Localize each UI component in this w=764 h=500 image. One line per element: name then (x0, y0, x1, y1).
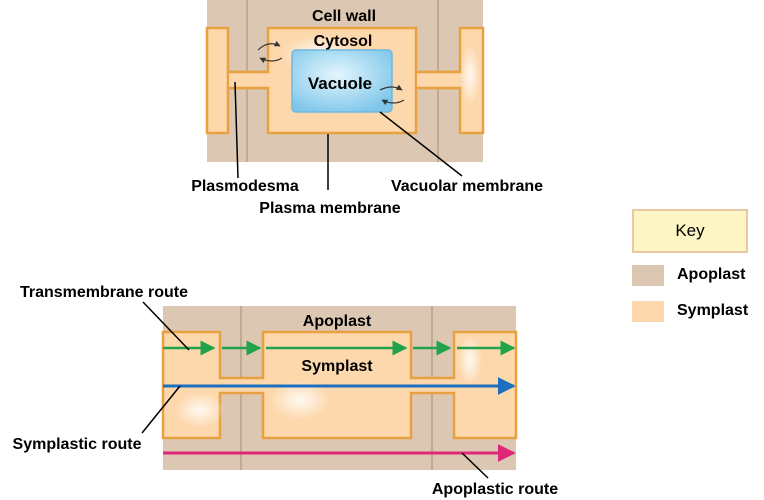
symplastic-route-label: Symplastic route (13, 436, 142, 453)
vacuole-label: Vacuole (308, 74, 372, 93)
key-title: Key (675, 221, 705, 240)
symplast-label: Symplast (301, 358, 373, 375)
plasma-membrane-label: Plasma membrane (259, 200, 401, 217)
vacuole (291, 49, 393, 113)
key-symplast-label: Symplast (677, 302, 749, 319)
plasmodesma-label: Plasmodesma (191, 178, 299, 195)
top-cell-diagram: Cell wall Cytosol Vacuole Plasmodesma Pl… (191, 0, 543, 217)
key-symplast-swatch (632, 301, 664, 322)
key-title-box: Key (632, 209, 748, 253)
key-apoplast-swatch (632, 265, 664, 286)
cell-wall-label: Cell wall (312, 8, 376, 25)
apoplast-label: Apoplast (303, 313, 372, 330)
bottom-route-diagram: Apoplast Symplast Transmembrane route Sy… (13, 284, 559, 498)
apoplastic-route-label: Apoplastic route (432, 481, 558, 498)
key-apoplast-label: Apoplast (677, 266, 746, 283)
vacuolar-membrane-label: Vacuolar membrane (391, 178, 543, 195)
transmembrane-route-label: Transmembrane route (20, 284, 188, 301)
cytosol-label: Cytosol (314, 33, 373, 50)
